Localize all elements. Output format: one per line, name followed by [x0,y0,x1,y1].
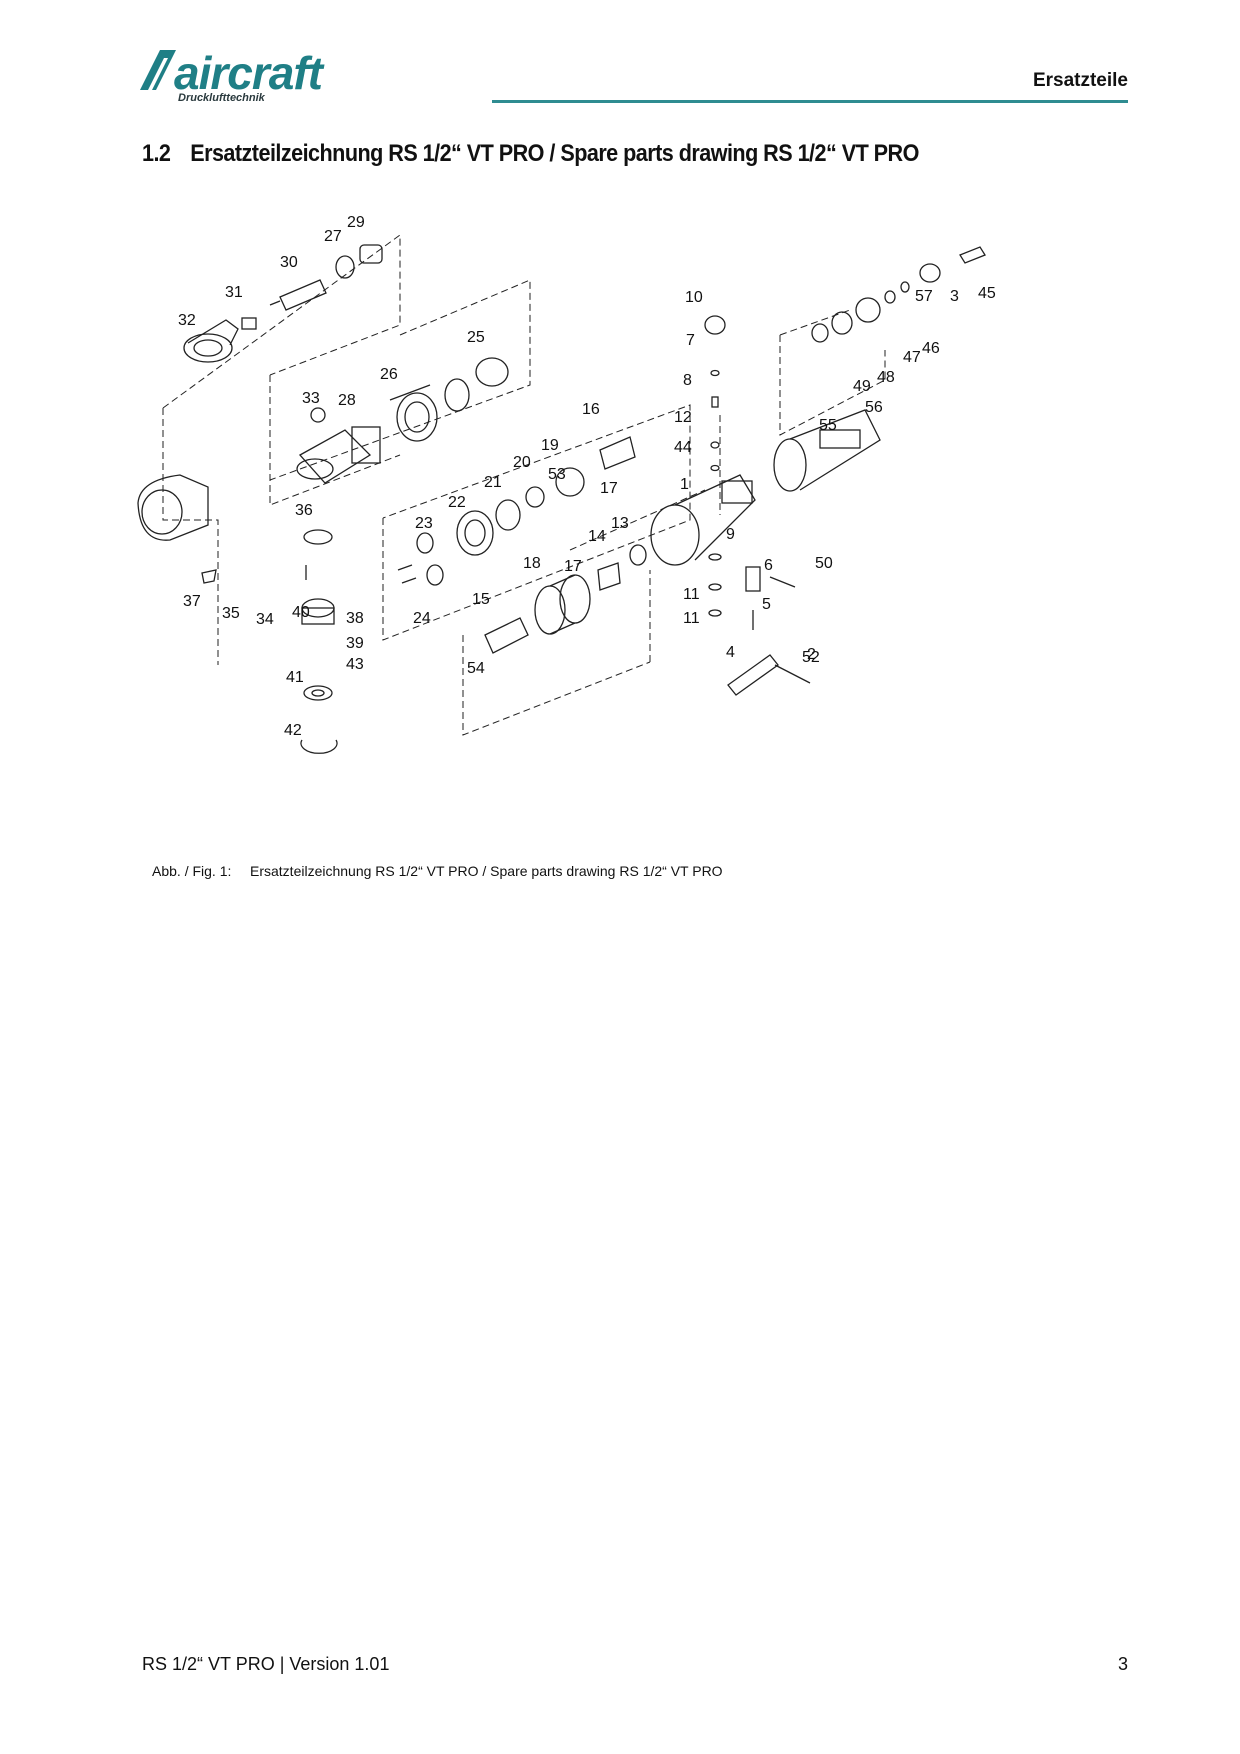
part-label: 24 [413,610,431,627]
part-label: 35 [222,605,240,622]
heading-number: 1.2 [142,140,171,167]
part-label: 39 [346,635,364,652]
part-label: 54 [467,660,485,677]
logo-wordmark: aircraft [174,47,323,99]
part-label: 42 [284,722,302,739]
part-label: 37 [183,593,201,610]
part-label: 1 [680,476,689,493]
part-label: 11 [683,610,700,627]
part-label: 6 [764,557,773,574]
part-label: 28 [338,392,356,409]
part-label: 55 [819,417,837,434]
part-label: 32 [178,312,196,329]
part-label: 17 [600,480,618,497]
header-rule [492,100,1128,103]
part-label: 8 [683,372,692,389]
part-label: 2 [807,646,816,663]
part-label: 43 [346,656,364,673]
header-section-title: Ersatzteile [1032,70,1128,91]
part-label: 12 [674,409,692,426]
part-label: 50 [815,555,833,572]
part-label: 10 [685,289,703,306]
part-label: 23 [415,515,433,532]
part-label: 31 [225,284,243,301]
part-label: 57 [915,288,933,305]
logo-mark-icon [140,50,176,90]
part-label: 45 [978,285,996,302]
part-label: 7 [686,332,695,349]
part-label: 9 [726,526,735,543]
aircraft-logo: aircraft Drucklufttechnik [138,46,368,108]
part-label: 19 [541,437,559,454]
part-label: 29 [347,214,365,231]
part-label: 53 [548,466,566,483]
part-label: 41 [286,669,304,686]
part-label: 47 [903,349,921,366]
logo-subtitle: Drucklufttechnik [178,92,265,104]
part-label: 11 [683,586,700,603]
footer-document-info: RS 1/2“ VT PRO | Version 1.01 [142,1654,390,1674]
part-label: 52 [802,649,820,666]
part-label: 25 [467,329,485,346]
heading-title: Ersatzteilzeichnung RS 1/2“ VT PRO / Spa… [190,140,919,167]
part-label: 44 [674,439,692,456]
part-label: 13 [611,515,629,532]
part-label: 21 [484,474,502,491]
part-label: 49 [853,378,871,395]
part-label: 14 [588,528,606,545]
part-label: 30 [280,254,298,271]
part-label: 34 [256,611,274,628]
part-label: 3 [950,288,959,305]
figure-caption: Abb. / Fig. 1: Ersatzteilzeichnung RS 1/2… [152,863,723,879]
footer-page-number: 3 [1117,1654,1128,1674]
part-label: 16 [582,401,600,418]
spare-parts-drawing: 1 2 3 4 5 6 7 8 9 10 11 11 12 13 14 15 1… [137,214,996,754]
part-label: 4 [726,644,735,661]
part-label: 15 [472,591,490,608]
part-label: 18 [523,555,541,572]
part-label: 20 [513,454,531,471]
part-label: 46 [922,340,940,357]
part-label: 56 [865,399,883,416]
part-label: 48 [877,369,895,386]
part-label: 38 [346,610,364,627]
part-label: 27 [324,228,342,245]
part-label: 26 [380,366,398,383]
figure-number: Abb. / Fig. 1: [152,863,232,879]
part-label: 22 [448,494,466,511]
part-label: 40 [292,604,310,621]
figure-caption-text: Ersatzteilzeichnung RS 1/2“ VT PRO / Spa… [250,863,723,879]
part-labels: 1 2 3 4 5 6 7 8 9 10 11 11 12 13 14 15 1… [178,214,996,739]
part-label: 17 [564,558,582,575]
page-heading: 1.2 Ersatzteilzeichnung RS 1/2“ VT PRO / … [142,140,919,168]
part-label: 5 [762,596,771,613]
part-label: 33 [302,390,320,407]
part-label: 36 [295,502,313,519]
